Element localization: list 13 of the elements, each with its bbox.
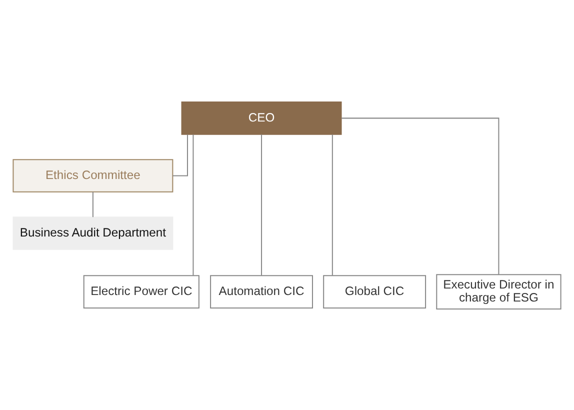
node-box: Electric Power CIC: [83, 274, 200, 308]
connector: [192, 134, 194, 275]
node-box: Ethics Committee: [12, 158, 174, 192]
node-box: Automation CIC: [210, 274, 313, 308]
connector: [261, 134, 262, 275]
node-box: CEO: [181, 101, 342, 134]
connector: [172, 134, 188, 176]
connector: [332, 134, 333, 275]
node-box: Executive Director in charge of ESG: [436, 274, 562, 309]
node-box: Business Audit Department: [12, 216, 174, 250]
connector: [92, 192, 94, 217]
node-box: Global CIC: [323, 274, 426, 308]
connector: [341, 117, 500, 274]
